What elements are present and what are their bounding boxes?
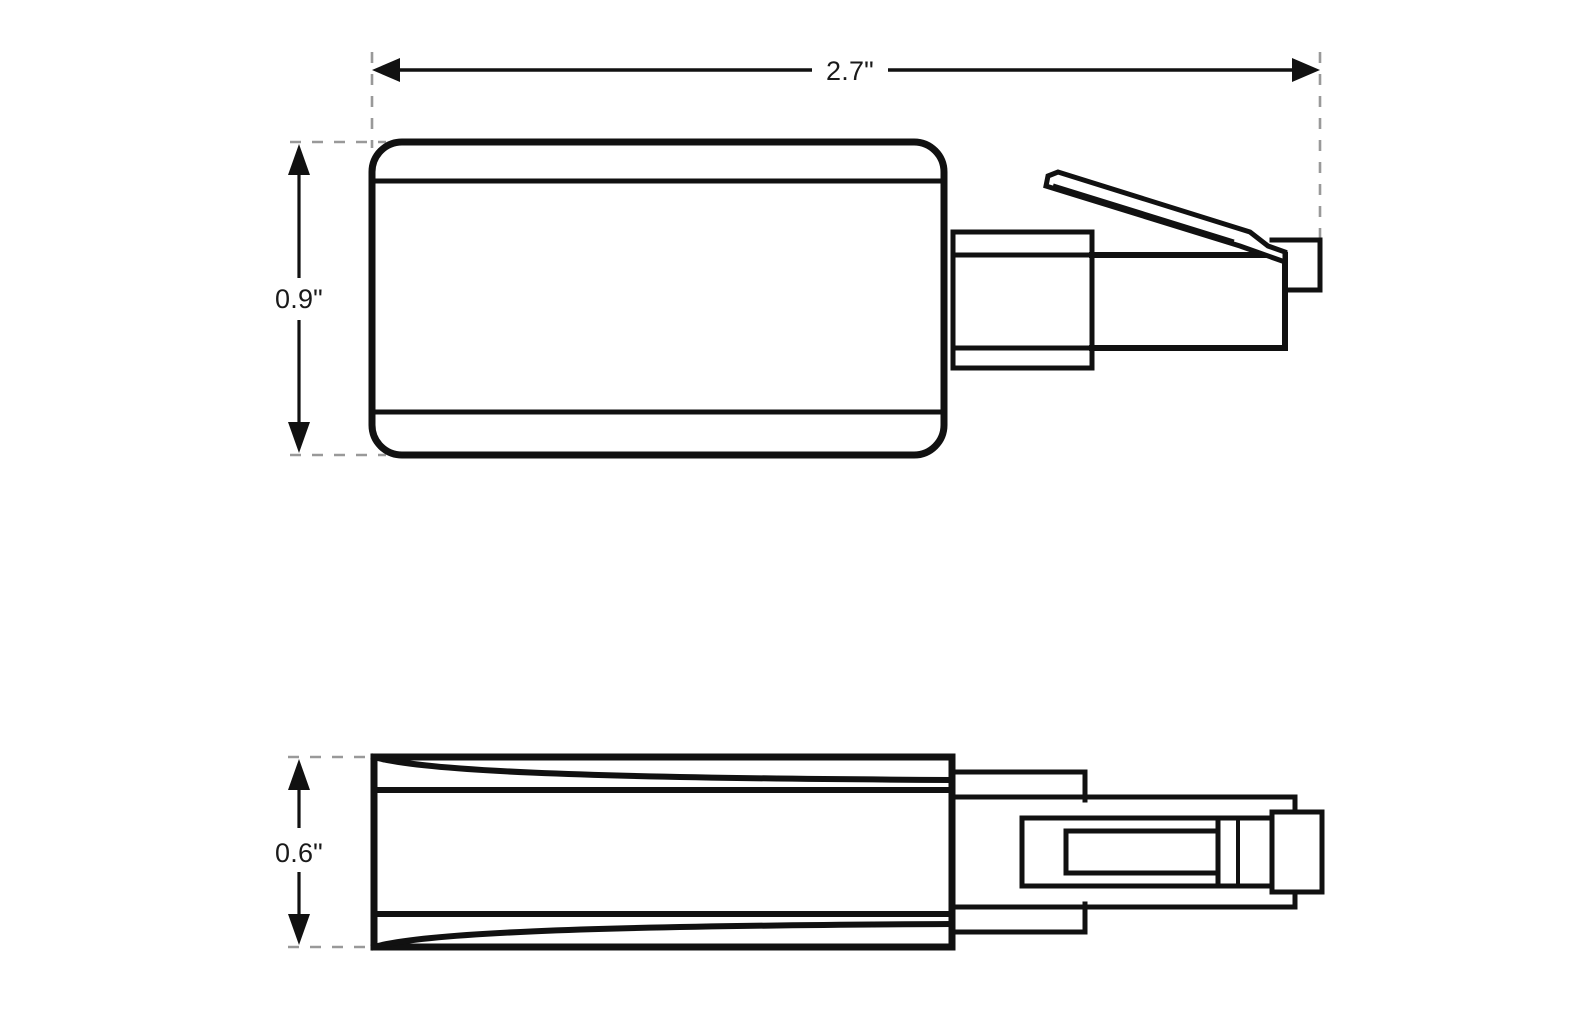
side-plug-nose bbox=[1269, 237, 1323, 293]
top-strain-relief-collar bbox=[952, 769, 1088, 935]
top-view bbox=[370, 753, 1325, 951]
top-latch-tab-bar bbox=[1063, 828, 1221, 876]
top-latch-channel-outer bbox=[1019, 815, 1088, 889]
dim-length-arrow-left bbox=[372, 58, 400, 82]
side-view bbox=[368, 138, 1323, 459]
dimension-length: 2.7" bbox=[372, 56, 1320, 86]
top-plug-nose-outer bbox=[1269, 809, 1325, 895]
dim-length-label: 2.7" bbox=[826, 56, 874, 86]
side-strain-relief-collar bbox=[950, 229, 1095, 371]
dim-height-arrow-bottom bbox=[288, 422, 310, 453]
dim-width-arrow-bottom bbox=[288, 914, 310, 945]
dim-length-arrow-right bbox=[1292, 58, 1320, 82]
top-housing-top-curve bbox=[370, 753, 956, 784]
top-housing-bottom-curve bbox=[370, 920, 956, 951]
dimension-width: 0.6" bbox=[275, 759, 323, 945]
dim-height-arrow-top bbox=[288, 144, 310, 175]
top-plug-body-edges bbox=[1082, 794, 1298, 910]
dim-height-label: 0.9" bbox=[275, 284, 323, 314]
top-housing-outer-edges bbox=[370, 753, 954, 951]
extension-lines bbox=[288, 52, 1322, 949]
dimension-height: 0.9" bbox=[275, 144, 323, 453]
dim-width-label: 0.6" bbox=[275, 838, 323, 868]
dim-width-arrow-top bbox=[288, 759, 310, 790]
side-latch-tab-crease bbox=[1052, 183, 1235, 244]
side-housing-body bbox=[368, 138, 948, 459]
